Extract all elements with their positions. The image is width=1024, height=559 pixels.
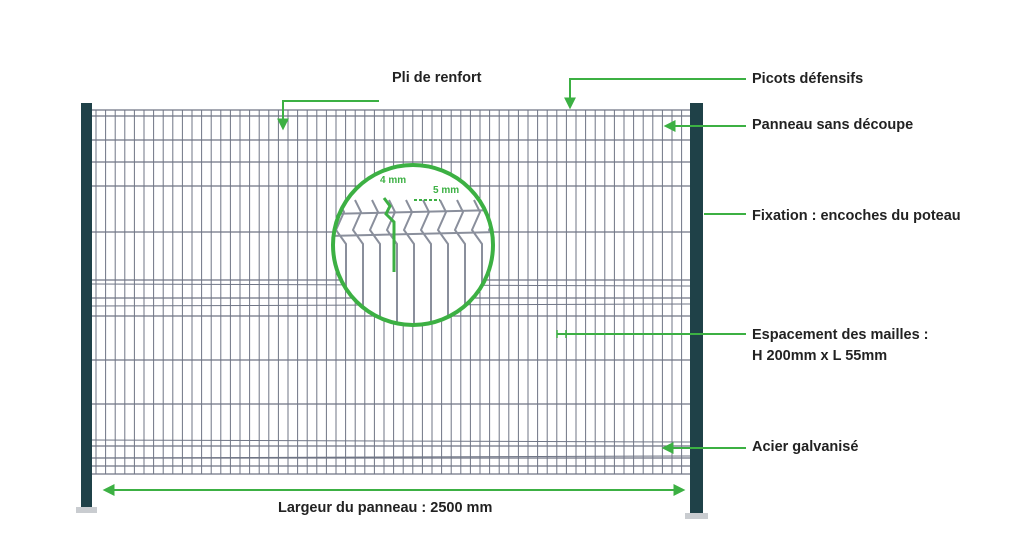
right-post xyxy=(685,103,708,519)
wire-diameter-marker xyxy=(382,197,396,272)
callout-pointers xyxy=(102,78,746,496)
label-acier-galvanise: Acier galvanisé xyxy=(752,439,859,455)
label-espacement-line2: H 200mm x L 55mm xyxy=(752,348,888,364)
zoom-detail: 4 mm 5 mm xyxy=(331,163,495,327)
label-picots-defensifs: Picots défensifs xyxy=(752,71,864,87)
mesh-spacing-marker xyxy=(556,330,567,338)
wire-diameter-label: 4 mm xyxy=(380,175,406,186)
wire-spacing-label: 5 mm xyxy=(433,185,459,196)
mesh-panel xyxy=(91,109,691,475)
label-fixation: Fixation : encoches du poteau xyxy=(752,208,961,224)
label-panneau-sans-decoupe: Panneau sans découpe xyxy=(752,117,914,133)
label-largeur-panneau: Largeur du panneau : 2500 mm xyxy=(278,500,493,516)
pointer-pli-renfort xyxy=(277,100,379,131)
label-espacement-line1: Espacement des mailles : xyxy=(752,327,929,343)
label-pli-renfort: Pli de renfort xyxy=(392,70,482,86)
left-post xyxy=(76,103,97,513)
pointer-picots xyxy=(564,78,746,110)
zoom-wire-detail xyxy=(333,199,493,325)
